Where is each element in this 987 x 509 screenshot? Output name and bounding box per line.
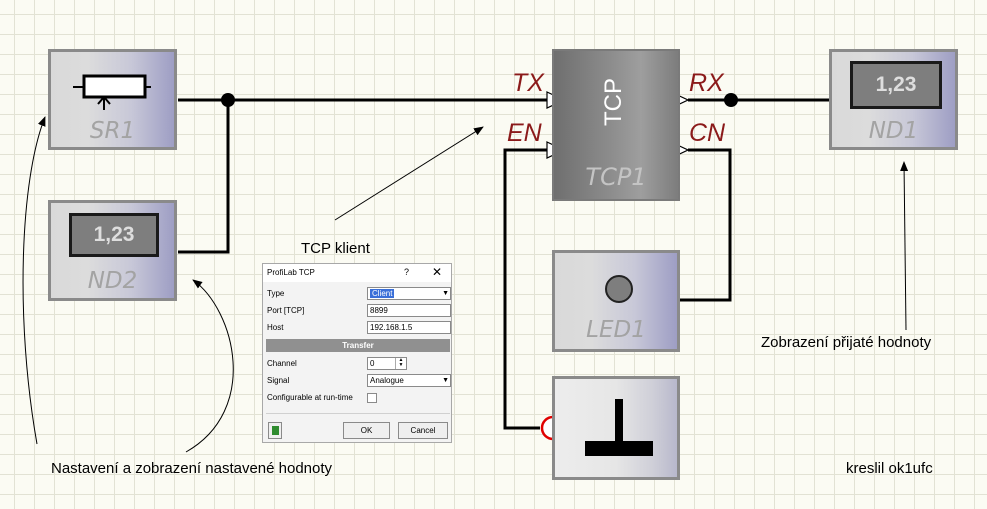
dialog-divider (266, 413, 450, 414)
pushbutton-block[interactable] (552, 376, 680, 480)
channel-label: Channel (267, 359, 297, 368)
type-row: Type Client ▼ (266, 286, 451, 302)
pushbutton-icon (585, 399, 653, 456)
wire-cn-led1 (680, 148, 732, 302)
port-label: Port [TCP] (267, 306, 305, 315)
section-header: Transfer (266, 339, 450, 352)
potentiometer-icon (73, 74, 151, 110)
runtime-checkbox[interactable] (367, 393, 377, 403)
numeric-display: 1,23 (69, 213, 159, 257)
signal-select[interactable]: Analogue ▼ (367, 374, 451, 387)
junction-dot (724, 93, 738, 107)
signal-label: Signal (267, 376, 290, 385)
help-button[interactable]: ? (404, 267, 410, 277)
note-setting-value: Nastavení a zobrazení nastavené hodnoty (51, 460, 333, 477)
port-input[interactable]: 8899 (367, 304, 451, 317)
led-indicator-icon (605, 275, 633, 303)
pin-label-cn: CN (689, 119, 726, 147)
dialog-titlebar: ProfiLab TCP ? ✕ (263, 264, 451, 282)
signal-row: Signal Analogue ▼ (266, 373, 451, 389)
pin-label-en: EN (507, 119, 542, 147)
note-author: kreslil ok1ufc (846, 460, 933, 477)
ok-button[interactable]: OK (343, 422, 390, 439)
cancel-button[interactable]: Cancel (398, 422, 448, 439)
block-name: LED1 (586, 317, 646, 343)
sr1-block[interactable]: SR1 (48, 49, 177, 150)
annotation-arrow (900, 161, 909, 331)
host-row: Host 192.168.1.5 (266, 320, 451, 336)
host-input[interactable]: 192.168.1.5 (367, 321, 451, 334)
import-export-button[interactable] (268, 422, 282, 439)
type-label: Type (267, 289, 285, 298)
chevron-down-icon: ▼ (442, 377, 449, 384)
type-value: Client (370, 289, 395, 298)
led1-block[interactable]: LED1 (552, 250, 680, 352)
note-tcp-client: TCP klient (301, 240, 370, 257)
note-received-value: Zobrazení přijaté hodnoty (761, 334, 932, 351)
annotation-arrow (334, 126, 484, 221)
channel-value: 0 (370, 359, 375, 368)
stepper-arrows-icon[interactable]: ▲▼ (395, 358, 406, 369)
annotation-arrow (185, 279, 234, 453)
channel-row: Channel 0 ▲▼ (266, 356, 450, 372)
wire-en-button (503, 148, 547, 430)
port-row: Port [TCP] 8899 (266, 303, 451, 319)
runtime-label: Configurable at run-time (267, 393, 353, 402)
wire-junction-nd2 (178, 100, 230, 254)
junction-dot (221, 93, 235, 107)
exit-icon (271, 426, 279, 435)
block-name: ND1 (868, 118, 919, 144)
tcp-label: TCP (600, 78, 627, 126)
block-name: TCP1 (585, 163, 647, 191)
close-icon[interactable]: ✕ (432, 265, 443, 279)
runtime-row: Configurable at run-time (266, 390, 450, 406)
block-name: SR1 (89, 118, 136, 144)
pin-label-rx: RX (689, 69, 724, 97)
type-select[interactable]: Client ▼ (367, 287, 451, 300)
channel-stepper[interactable]: 0 ▲▼ (367, 357, 407, 370)
tcp-settings-dialog: ProfiLab TCP ? ✕ Type Client ▼ Port [TCP… (262, 263, 452, 443)
tcp1-block[interactable]: TCP TCP1 (552, 49, 680, 201)
nd1-block[interactable]: 1,23 ND1 (829, 49, 958, 150)
signal-value: Analogue (370, 376, 404, 385)
block-name: ND2 (87, 268, 138, 294)
pin-label-tx: TX (512, 69, 544, 97)
chevron-down-icon: ▼ (442, 290, 449, 297)
dialog-title: ProfiLab TCP (267, 268, 315, 277)
annotation-arrow (22, 116, 46, 445)
host-label: Host (267, 323, 284, 332)
numeric-display: 1,23 (850, 61, 942, 109)
nd2-block[interactable]: 1,23 ND2 (48, 200, 177, 301)
